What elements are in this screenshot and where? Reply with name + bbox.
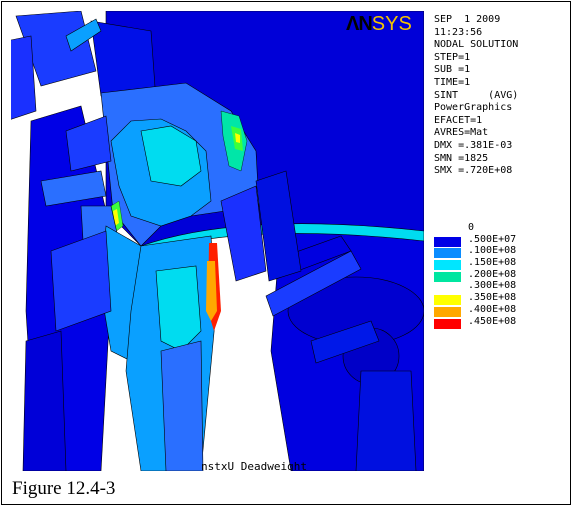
- legend-label: .400E+08: [468, 303, 517, 315]
- logo-an: ΛN: [346, 13, 373, 35]
- legend-label: .200E+08: [468, 268, 517, 280]
- legend-label: .100E+08: [468, 245, 517, 257]
- info-avres: AVRES=Mat: [434, 127, 489, 139]
- bottom-post: [355, 370, 417, 471]
- legend-row: 0: [434, 222, 569, 234]
- model-viewport[interactable]: nstxU Deadweight: [11, 11, 424, 471]
- coil-aqua-band: [140, 125, 202, 187]
- left-wing-2: [40, 170, 107, 207]
- center-orange-edge: [206, 261, 217, 321]
- legend-row: .150E+08: [434, 257, 569, 271]
- legend-row: .300E+08: [434, 280, 569, 292]
- legend-row: .200E+08: [434, 268, 569, 282]
- contour-legend: 0 .500E+07 .100E+08 .150E+08 .200E+08 .3…: [434, 222, 569, 329]
- info-date: SEP 1 2009: [434, 14, 501, 25]
- legend-row: .350E+08: [434, 292, 569, 306]
- info-graphics-mode: PowerGraphics: [434, 102, 513, 114]
- info-time: 11:23:56: [434, 26, 483, 38]
- coil-hot-spot-core: [235, 133, 240, 143]
- upper-left-arm: [11, 35, 37, 120]
- info-smn: SMN =1825: [434, 152, 489, 164]
- logo-sys: SYS: [371, 13, 412, 35]
- legend-label: .150E+08: [468, 257, 517, 269]
- legend-row: .400E+08: [434, 303, 569, 317]
- legend-swatch: [434, 236, 461, 247]
- upper-strut: [65, 18, 102, 52]
- fea-model-render: [11, 11, 424, 471]
- legend-swatch: [434, 318, 461, 329]
- legend-row: .500E+07: [434, 233, 569, 247]
- diagonal-plate-1: [220, 185, 267, 282]
- right-strut: [265, 250, 362, 317]
- lower-left-strut: [50, 230, 112, 332]
- legend-swatch: [434, 260, 461, 271]
- info-time-value: TIME=1: [434, 76, 471, 88]
- legend-row: .450E+08: [434, 315, 569, 329]
- info-result-item: SINT (AVG): [434, 89, 519, 101]
- info-sub: SUB =1: [434, 64, 471, 76]
- info-dmx: DMX =.381E-03: [434, 139, 513, 151]
- plot-title: nstxU Deadweight: [201, 460, 307, 471]
- legend-label: 0: [468, 222, 475, 233]
- legend-swatch: [434, 248, 461, 259]
- legend-row: .100E+08: [434, 245, 569, 259]
- lower-left-post: [22, 330, 67, 471]
- legend-swatch: [434, 271, 461, 282]
- solution-info: SEP 1 2009 11:23:56 NODAL SOLUTION STEP=…: [434, 14, 569, 178]
- center-column-2: [160, 340, 204, 471]
- legend-label: .500E+07: [468, 233, 517, 245]
- legend-label: .450E+08: [468, 315, 517, 327]
- info-step: STEP=1: [434, 51, 471, 63]
- figure-caption: Figure 12.4-3: [12, 478, 116, 499]
- legend-swatch: [434, 295, 461, 306]
- center-column-aqua: [155, 265, 202, 352]
- right-bracket: [310, 320, 380, 364]
- info-smx: SMX =.720E+08: [434, 165, 513, 177]
- left-wing: [65, 115, 112, 172]
- legend-swatch: [434, 306, 461, 317]
- legend-label: .350E+08: [468, 292, 517, 304]
- info-solution-type: NODAL SOLUTION: [434, 39, 519, 51]
- legend-label: .300E+08: [468, 280, 517, 292]
- ansys-logo: ΛNSYS: [346, 14, 421, 34]
- diagonal-plate-2: [255, 170, 302, 282]
- info-efacet: EFACET=1: [434, 114, 483, 126]
